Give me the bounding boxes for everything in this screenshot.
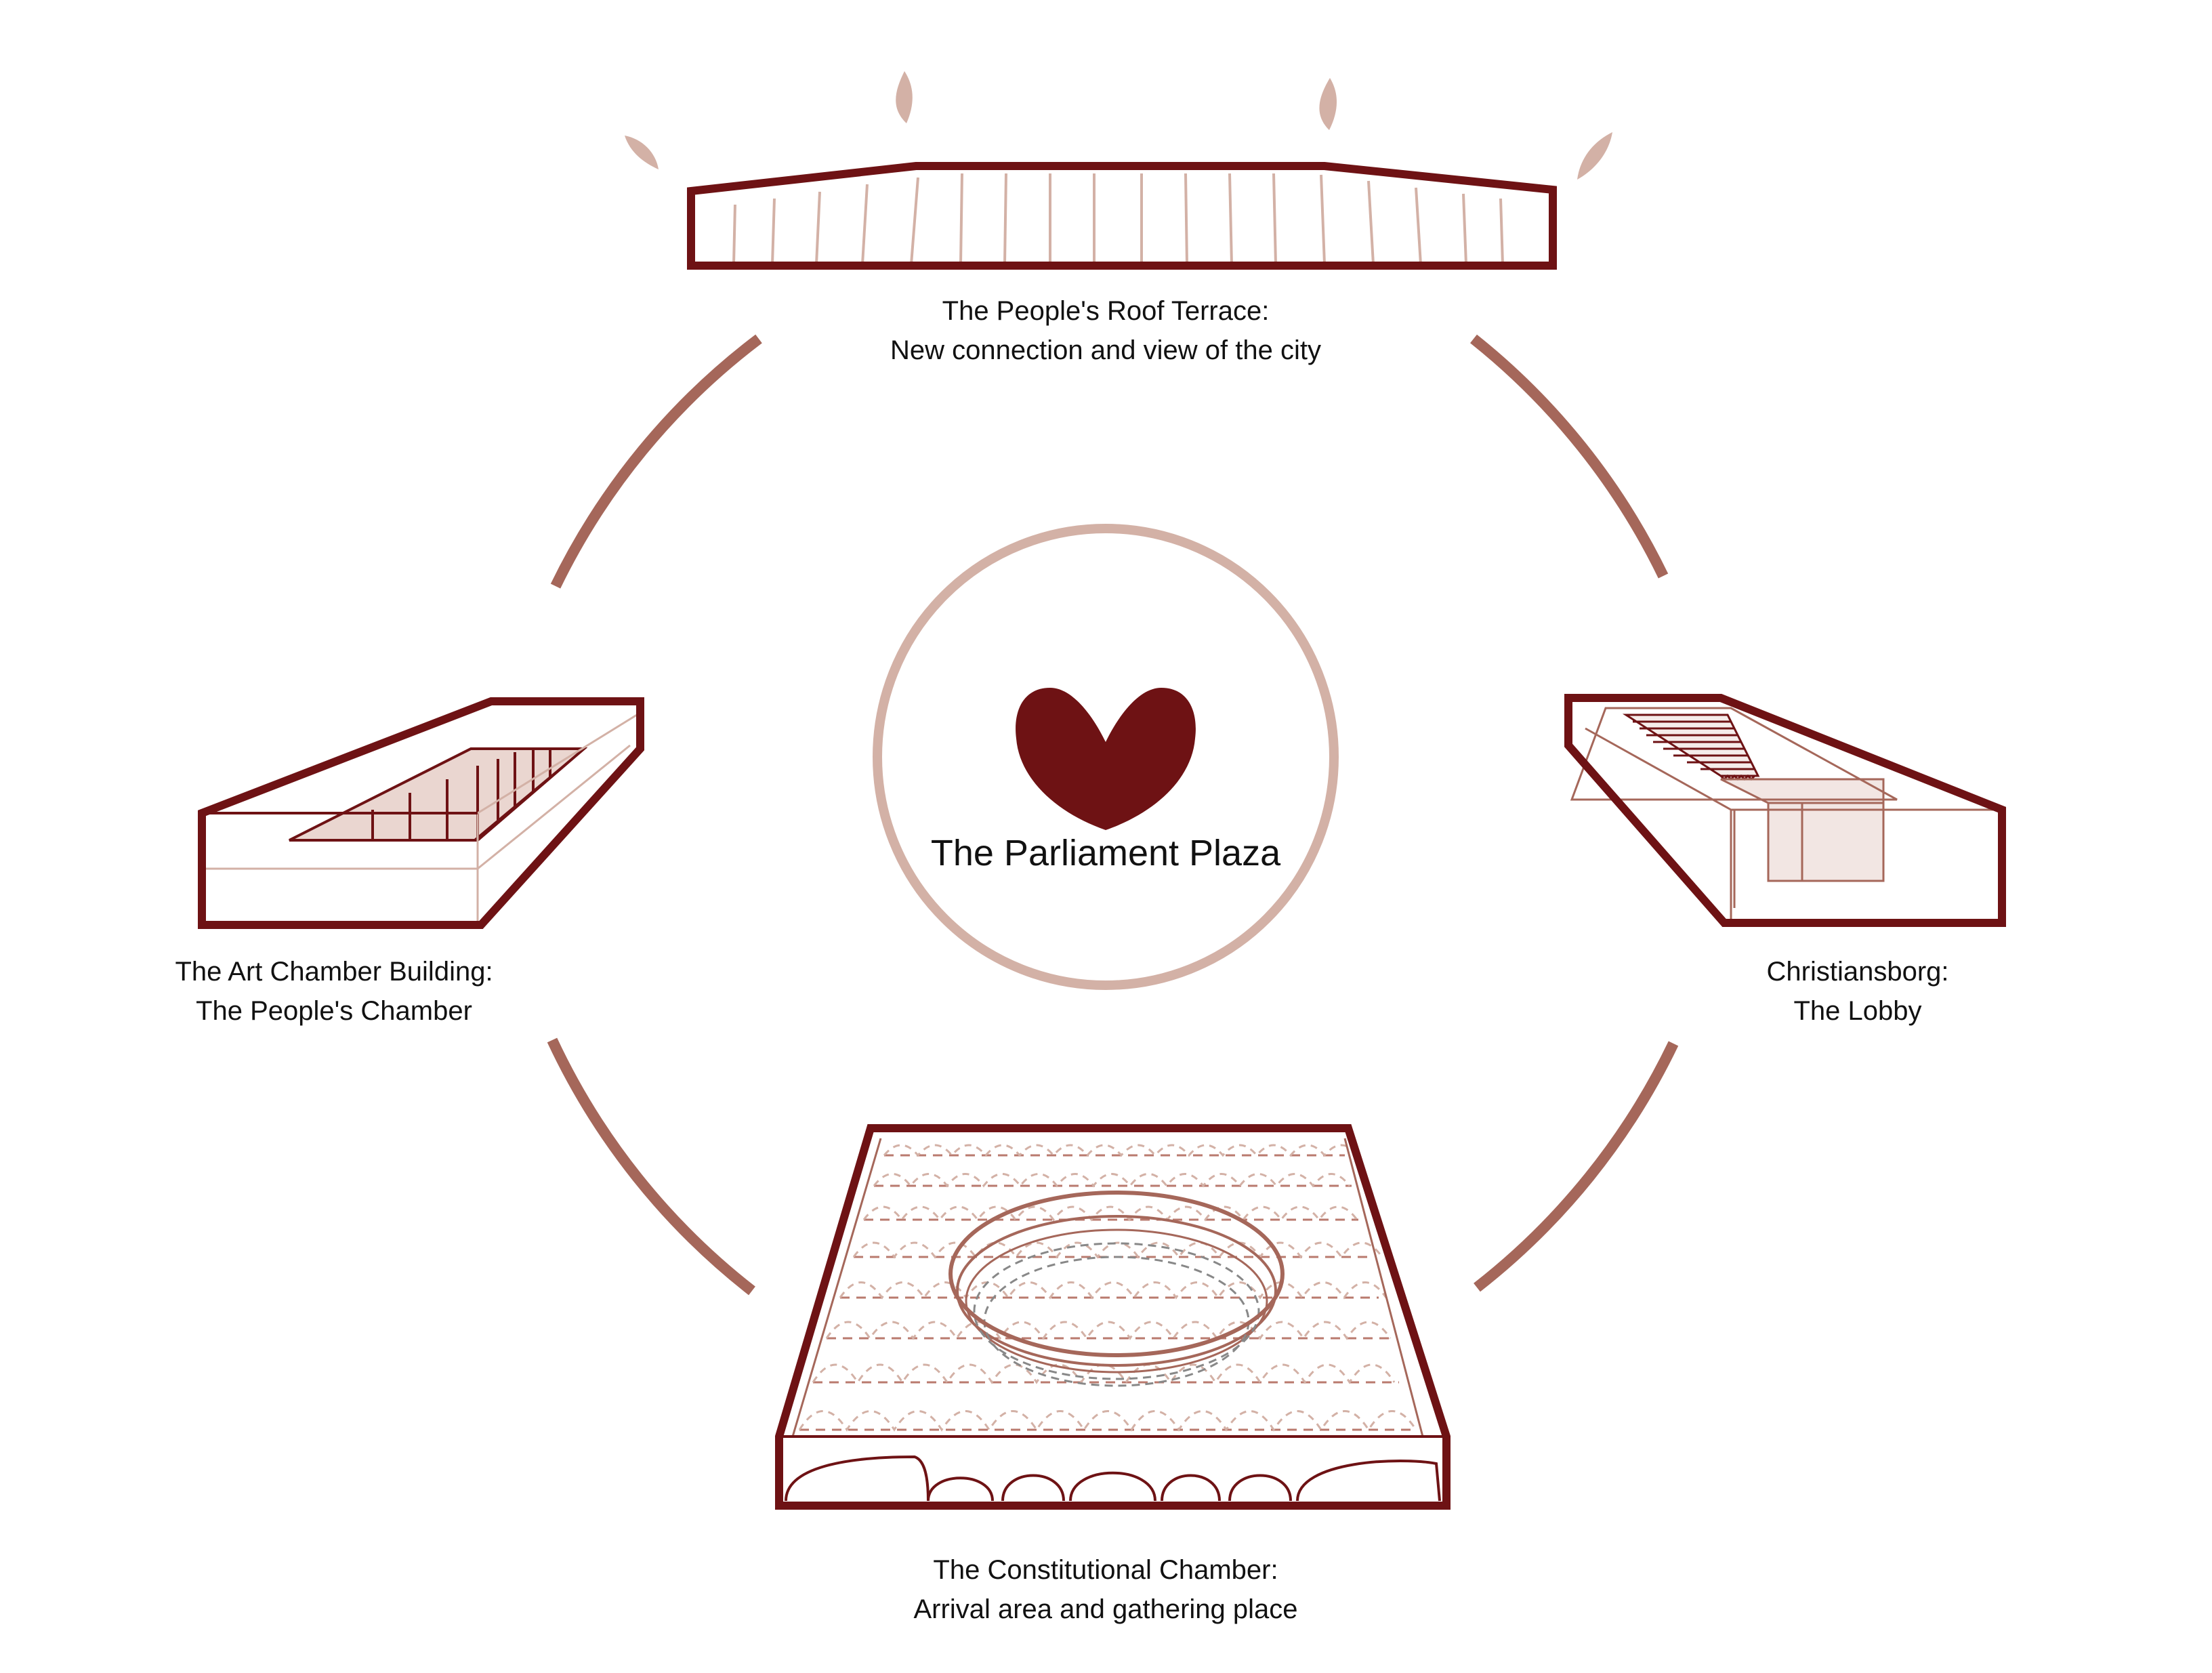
center-title: The Parliament Plaza — [930, 833, 1281, 873]
arc-bottom-left — [547, 1037, 755, 1296]
christiansborg-label: Christiansborg: The Lobby — [1766, 952, 1948, 1031]
roof-terrace-title: The People's Roof Terrace: — [942, 296, 1270, 326]
leaf-icon — [1577, 132, 1612, 180]
roof-ribs — [732, 173, 1504, 265]
art-chamber-title: The Art Chamber Building: — [175, 957, 493, 987]
constitutional-chamber-title: The Constitutional Chamber: — [933, 1555, 1278, 1585]
roof-terrace-illustration — [625, 71, 1612, 270]
leaf-icon — [896, 71, 913, 123]
art-chamber-label: The Art Chamber Building: The People's C… — [175, 952, 493, 1031]
roof-terrace-label: The People's Roof Terrace: New connectio… — [890, 291, 1321, 370]
christiansborg-title: Christiansborg: — [1766, 957, 1949, 987]
cycle-arcs — [547, 334, 1679, 1296]
roof-outline — [687, 162, 1557, 270]
constitutional-chamber-illustration — [775, 1124, 1451, 1510]
leaf-icon — [625, 136, 659, 169]
art-chamber-illustration — [198, 697, 644, 929]
seat-arches — [798, 1144, 1417, 1432]
facade-arches — [785, 1455, 1441, 1502]
christiansborg-subtitle: The Lobby — [1793, 996, 1922, 1026]
constitutional-chamber-label: The Constitutional Chamber: Arrival area… — [913, 1550, 1297, 1629]
center-ring — [873, 524, 1339, 990]
leaf-icons — [625, 71, 1612, 180]
art-chamber-subtitle: The People's Chamber — [196, 996, 472, 1026]
christiansborg-outline — [1564, 694, 2006, 927]
arc-top-right — [1470, 334, 1669, 579]
constitutional-chamber-subtitle: Arrival area and gathering place — [913, 1594, 1298, 1624]
christiansborg-illustration — [1564, 694, 2006, 927]
arc-top-left — [550, 334, 762, 589]
arc-bottom-right — [1474, 1041, 1679, 1292]
roof-terrace-subtitle: New connection and view of the city — [890, 335, 1321, 365]
art-chamber-outline — [198, 697, 644, 929]
central-bowl — [948, 1191, 1285, 1387]
leaf-icon — [1319, 78, 1337, 130]
heart-icon — [1016, 688, 1196, 830]
